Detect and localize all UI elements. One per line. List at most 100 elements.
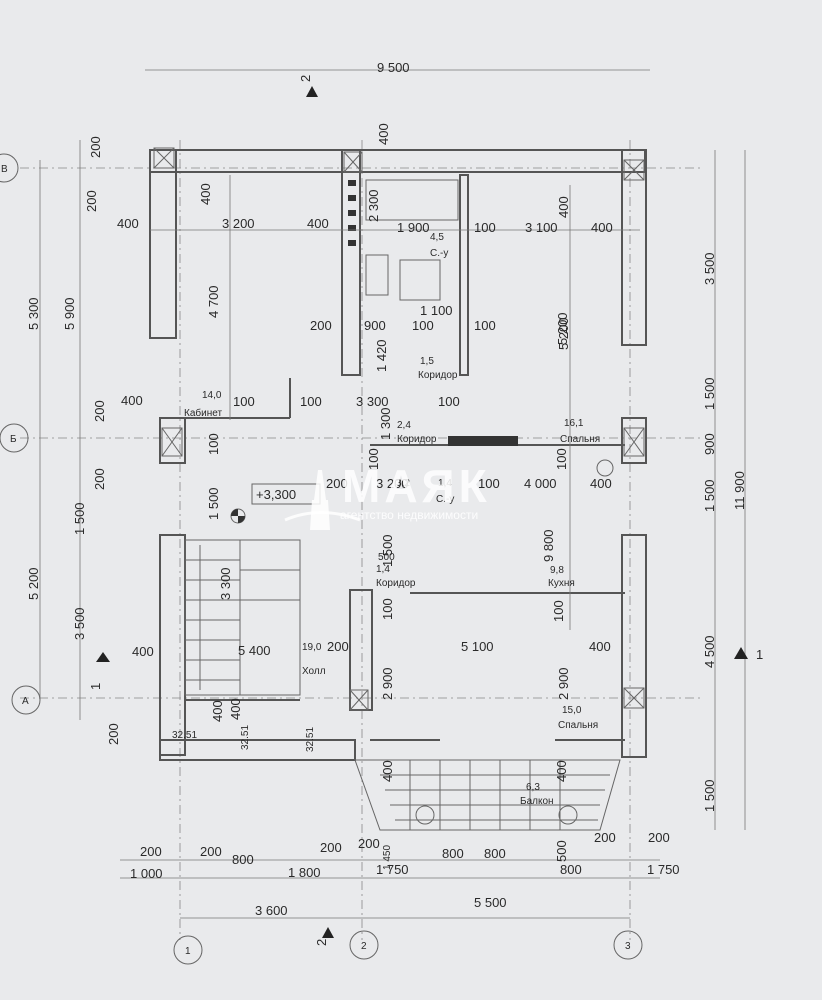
dim-interior: 2 900 [556, 667, 571, 700]
dim-right-col1: 400 [556, 196, 571, 218]
dim-bottom-row1: 800 [484, 846, 506, 861]
room-area: 15,0 [562, 705, 582, 716]
room-name: Коридор [418, 370, 458, 381]
room-area: 16,1 [564, 418, 584, 429]
dim-top-upper: 400 [117, 216, 139, 231]
dim-left-col3: 400 [198, 183, 213, 205]
dim-misc: 32.51 [305, 727, 316, 752]
dim-bottom-row2: 800 [560, 862, 582, 877]
dim-left-col2: 200 [92, 468, 107, 490]
dim-top-upper: 400 [307, 216, 329, 231]
level-mark-text: +3,300 [256, 487, 296, 502]
dim-interior: 100 [206, 433, 221, 455]
axis-col-label: 1 [185, 946, 191, 957]
dim-left-col1: 5 300 [26, 297, 41, 330]
dim-bottom-row2: 1 750 [647, 862, 680, 877]
dim-interior: 100 [551, 600, 566, 622]
room-name: С.-у [430, 248, 448, 259]
dim-bottom-row1: 200 [320, 840, 342, 855]
dim-interior: 5 200 [555, 312, 570, 345]
dimension-texts: 9 500 400 3 200 400 1 900 100 3 100 400 … [26, 60, 747, 918]
dim-right-col2: 4 500 [702, 635, 717, 668]
dim-right-col3: 11 900 [732, 471, 747, 510]
dim-interior: 3 300 [356, 394, 389, 409]
dim-bottom-row2: 1 000 [130, 866, 163, 881]
dim-interior: 200 [326, 476, 348, 491]
dim-bottom-row1: 200 [140, 844, 162, 859]
room-area: 9,8 [550, 565, 564, 576]
axis-lines [20, 140, 700, 940]
dim-interior: 5 400 [238, 643, 271, 658]
watermark-title: МАЯК [342, 460, 491, 512]
dim-top-upper: 1 900 [397, 220, 430, 235]
dim-interior: 200 [327, 639, 349, 654]
dim-bottom-row1: 200 [648, 830, 670, 845]
room-area: 19,0 [302, 642, 322, 653]
watermark: МАЯК агентство недвижимости [284, 460, 491, 530]
room-name: Кухня [548, 578, 575, 589]
dim-misc: 1 450 [382, 845, 393, 870]
room-name: Коридор [376, 578, 416, 589]
dim-top-upper: 100 [474, 220, 496, 235]
dim-interior: 9 800 [541, 529, 556, 562]
room-name: Кабинет [184, 407, 222, 419]
dim-top-upper: 3 100 [525, 220, 558, 235]
dim-bottom-row1: 500 [554, 840, 569, 862]
dim-left-col2: 1 500 [72, 502, 87, 535]
dim-interior: 1 420 [374, 339, 389, 372]
section-marks: 2 2 1 1 [88, 75, 763, 946]
dim-interior: 900 [364, 318, 386, 333]
room-area: 1,5 [420, 356, 434, 367]
axis-row-label: А [22, 696, 29, 707]
dim-bottom-row1: 200 [594, 830, 616, 845]
dim-left-col1: 5 200 [26, 567, 41, 600]
dim-left-col1: 200 [88, 136, 103, 158]
dim-interior: 400 [228, 698, 243, 720]
dim-right-col2: 1 500 [702, 779, 717, 812]
dim-interior: 100 [474, 318, 496, 333]
dim-left-col3: 400 [121, 393, 143, 408]
dim-top-upper: 3 200 [222, 216, 255, 231]
dim-left-col2: 5 900 [62, 297, 77, 330]
dim-top-total: 9 500 [377, 60, 410, 75]
dim-interior: 100 [478, 476, 500, 491]
dim-interior: 3 300 [218, 567, 233, 600]
room-name: Спальня [560, 434, 600, 445]
dim-interior: 1 500 [380, 534, 395, 567]
dim-misc: 32.51 [240, 725, 251, 750]
fixtures [348, 179, 614, 477]
dim-left-col2: 3 500 [72, 607, 87, 640]
dim-misc: 500 [378, 552, 395, 563]
dim-interior: 400 [589, 639, 611, 654]
dim-interior: 100 [300, 394, 322, 409]
dim-left-col2: 200 [92, 400, 107, 422]
axis-col-label: 2 [361, 941, 367, 952]
room-area: 4,5 [430, 232, 444, 243]
axis-col-label: 3 [625, 941, 631, 952]
dim-left-col3: 400 [376, 123, 391, 145]
dim-left-col2: 200 [106, 723, 121, 745]
dim-interior: 1 300 [378, 407, 393, 440]
dimension-lines [39, 69, 746, 919]
room-name: Коридор [397, 434, 437, 445]
dim-interior: 100 [438, 394, 460, 409]
watermark-subtitle: агентство недвижимости [340, 508, 478, 522]
section-mark-label: 2 [314, 939, 329, 946]
axis-row-label: В [1, 164, 8, 175]
dim-bottom-row1: 200 [358, 836, 380, 851]
dim-bottom-row2: 1 800 [288, 865, 321, 880]
section-mark-label: 2 [298, 75, 313, 82]
dim-bottom-row2: 1 750 [376, 862, 409, 877]
dim-top-upper: 400 [591, 220, 613, 235]
section-mark-label: 1 [88, 683, 103, 690]
dim-left-col3: 400 [132, 644, 154, 659]
dim-right-col2: 3 500 [702, 252, 717, 285]
dim-bottom-row1: 800 [442, 846, 464, 861]
dim-right-col2: 1 500 [702, 479, 717, 512]
dim-interior: 4 000 [524, 476, 557, 491]
room-area: 2,4 [397, 420, 411, 431]
dim-interior: 100 [366, 448, 381, 470]
section-mark-label: 1 [756, 647, 763, 662]
dim-interior: 2 300 [366, 189, 381, 222]
